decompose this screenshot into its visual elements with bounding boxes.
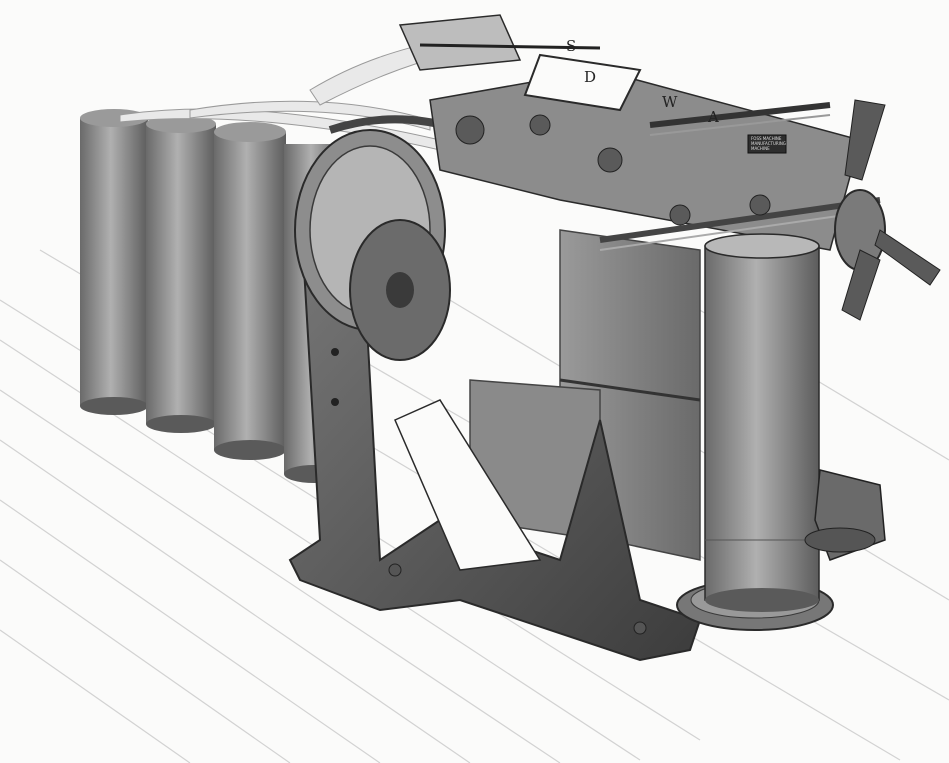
label-s: S bbox=[566, 37, 576, 55]
nameplate: FOSS MACHINE MANUFACTURING MACHINE bbox=[747, 134, 787, 154]
label-w: W bbox=[662, 93, 678, 111]
nameplate-line: MANUFACTURING bbox=[751, 141, 786, 146]
drive-pulley bbox=[294, 115, 543, 361]
support-foot bbox=[804, 469, 886, 561]
sliver-can bbox=[80, 109, 148, 415]
sliver-can bbox=[146, 115, 216, 433]
hand-crank bbox=[834, 99, 941, 321]
label-a: A bbox=[707, 108, 719, 126]
machine-frame bbox=[288, 199, 702, 662]
coiler-can bbox=[676, 233, 834, 631]
nameplate-line: FOSS MACHINE bbox=[751, 136, 782, 141]
sliver-cans-row bbox=[80, 109, 344, 483]
label-d: D bbox=[584, 68, 596, 86]
nameplate-line: MACHINE bbox=[751, 146, 770, 151]
drafting-rolls bbox=[398, 14, 881, 251]
sliver-can bbox=[214, 122, 286, 460]
